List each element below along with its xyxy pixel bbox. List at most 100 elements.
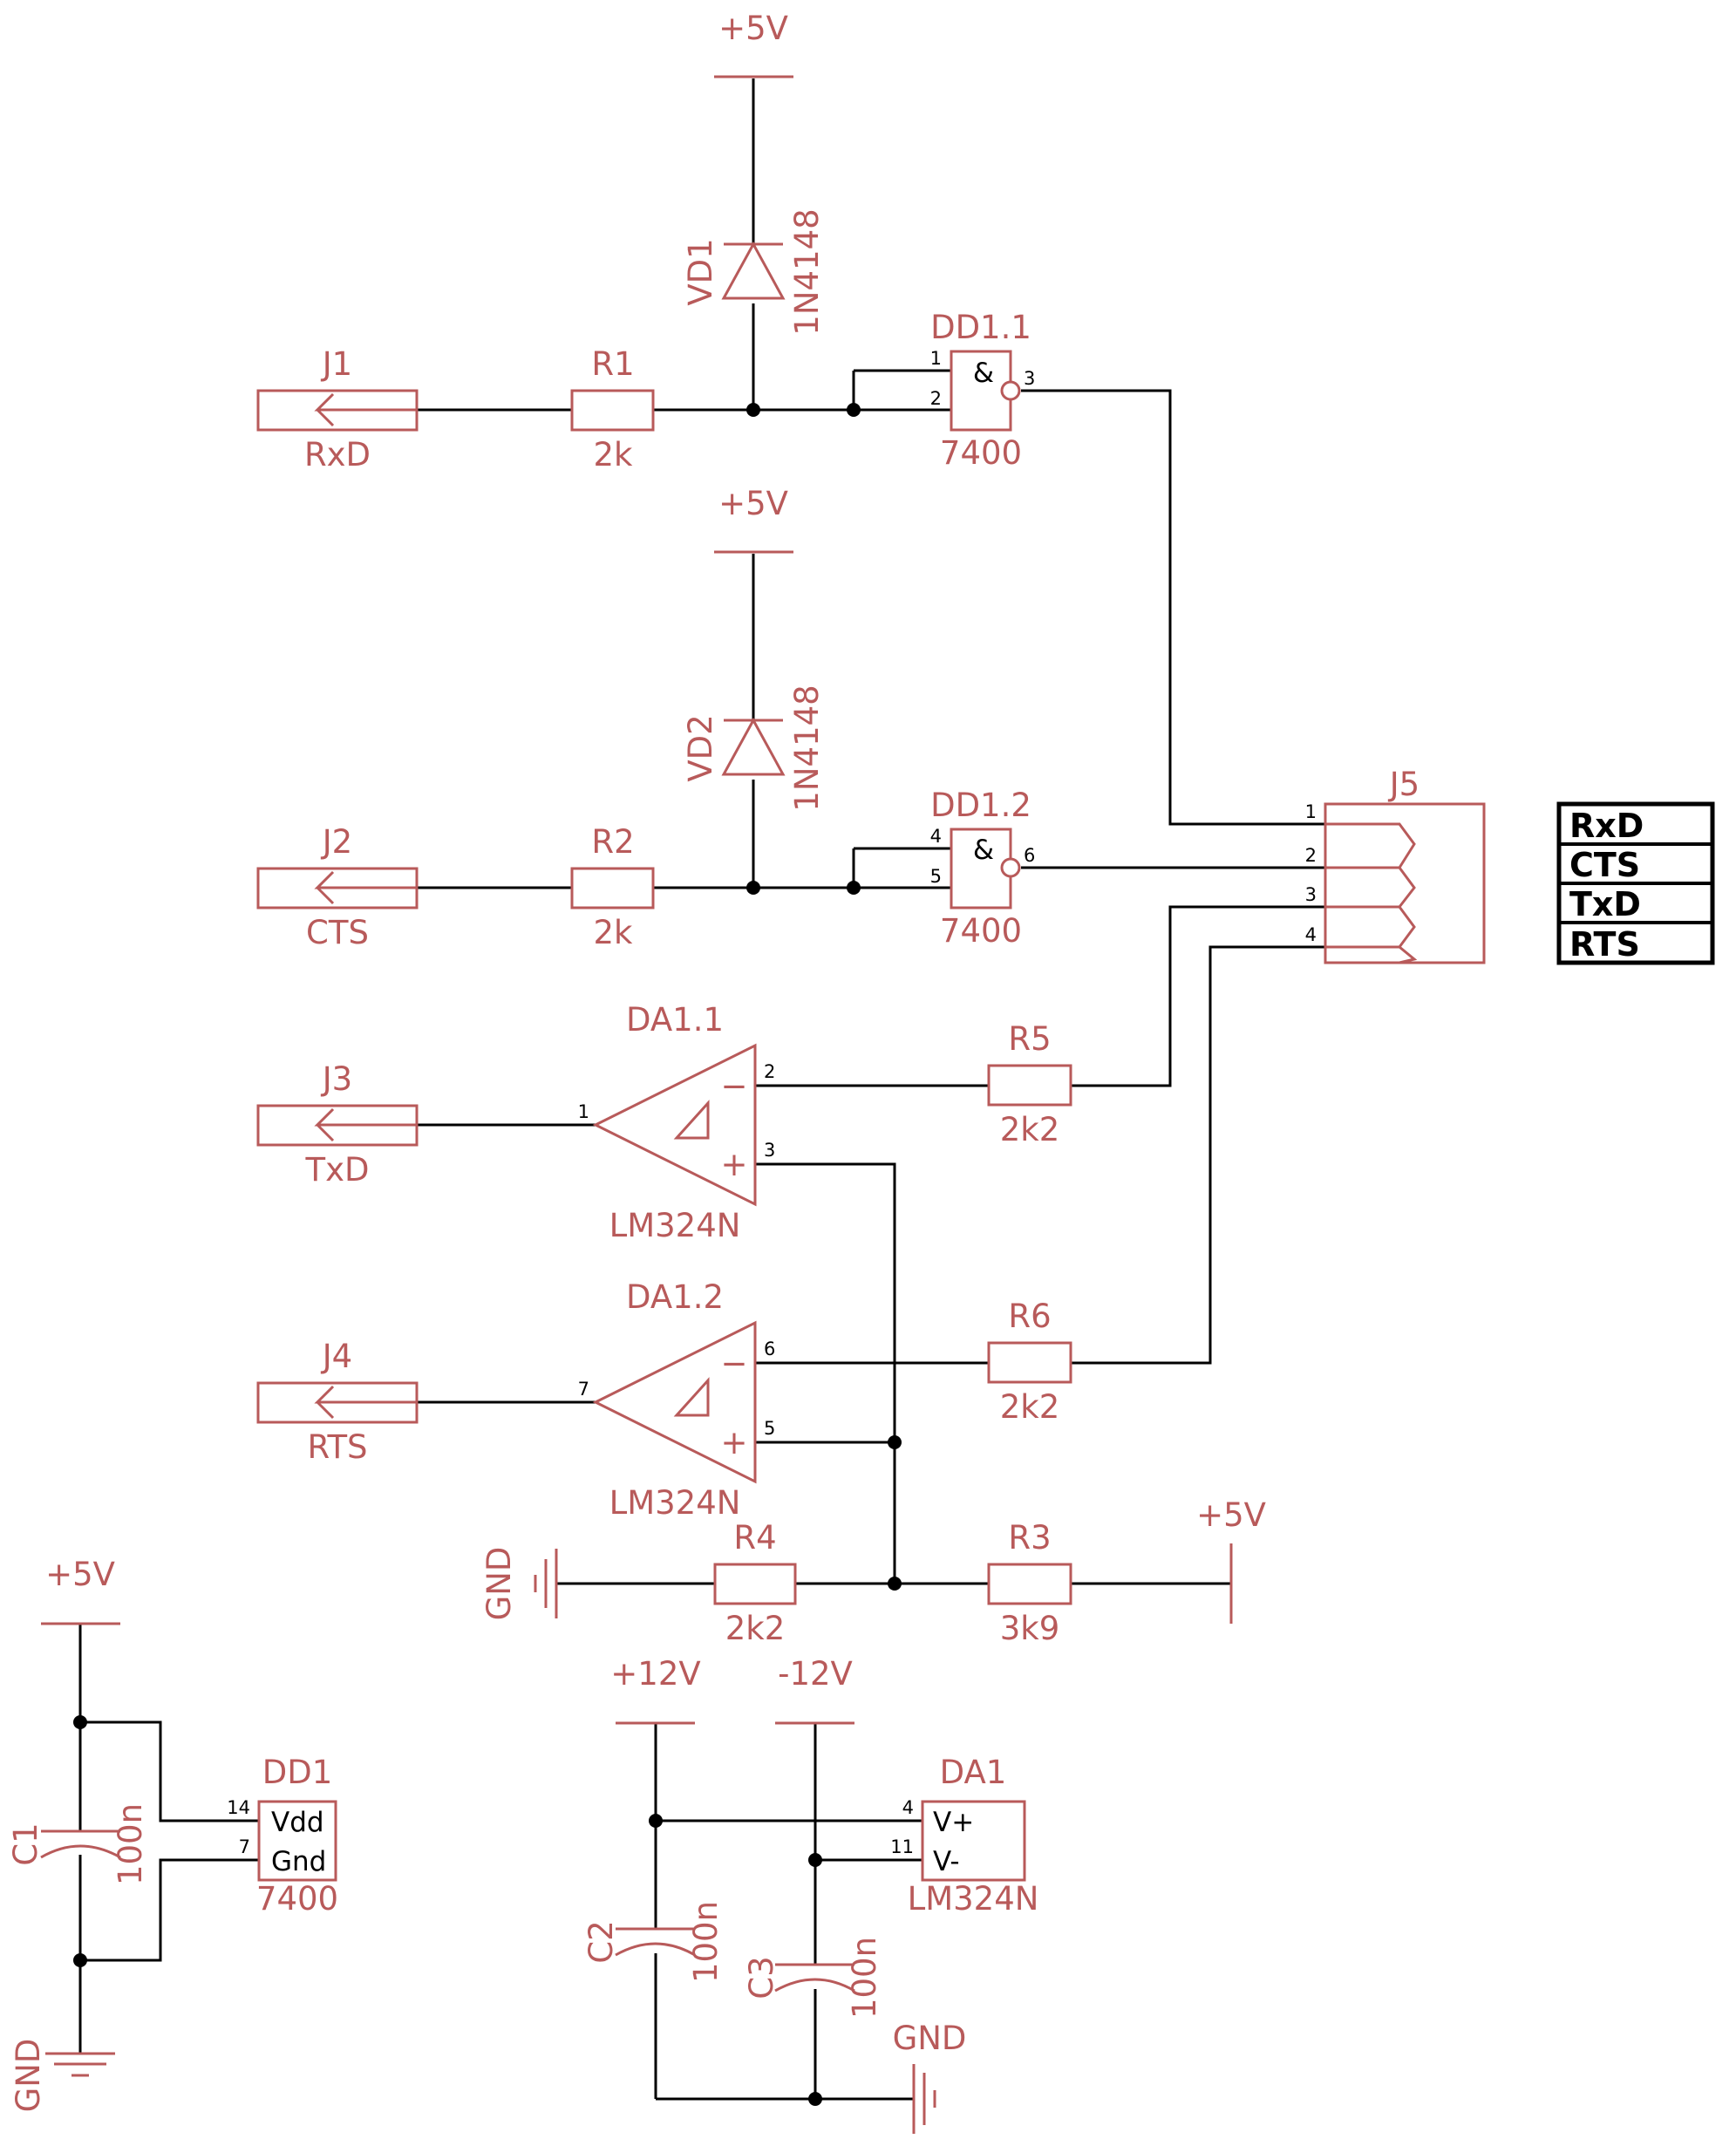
svg-text:DD1: DD1 (262, 1754, 333, 1791)
capacitor-c3: C3 100n (743, 1937, 883, 2019)
opamp-da1-1: − + DA1.1 LM324N 1 2 3 (578, 1001, 776, 1244)
resistor-r6: R6 2k2 (987, 1298, 1072, 1426)
svg-text:7400: 7400 (256, 1880, 338, 1918)
svg-text:5: 5 (764, 1418, 775, 1439)
svg-text:V+: V+ (933, 1807, 974, 1838)
svg-text:GND: GND (893, 2020, 967, 2057)
opamp-da1-2: − + DA1.2 LM324N 7 6 5 (578, 1278, 776, 1522)
svg-text:VD1: VD1 (682, 238, 719, 305)
svg-text:TxD: TxD (305, 1151, 370, 1189)
svg-text:1: 1 (930, 348, 942, 369)
ground-da1: GND (893, 2020, 967, 2134)
supply-p5v-vd2: +5V (714, 485, 793, 554)
connector-j3: J3 TxD (256, 1060, 419, 1189)
svg-text:GND: GND (10, 2039, 47, 2113)
svg-text:1N4148: 1N4148 (788, 685, 826, 811)
svg-text:7400: 7400 (940, 434, 1022, 472)
connector-j4: J4 RTS (256, 1338, 419, 1466)
svg-text:J1: J1 (321, 345, 352, 383)
connector-j1: J1 RxD (256, 345, 419, 473)
svg-text:C2: C2 (582, 1920, 620, 1963)
svg-text:+: + (720, 1146, 747, 1183)
svg-text:14: 14 (227, 1797, 250, 1818)
supply-p5v-vd1: +5V (714, 10, 793, 78)
svg-text:R5: R5 (1008, 1020, 1051, 1058)
diode-vd2: VD2 1N4148 (682, 685, 826, 811)
svg-text:100n: 100n (112, 1803, 149, 1885)
supply-p12v: +12V (610, 1655, 701, 1725)
connector-j2: J2 CTS (256, 823, 419, 951)
nand-gate-dd1-1: & DD1.1 7400 1 2 3 (930, 309, 1036, 472)
pin-legend: RxD CTS TxD RTS (1556, 801, 1715, 965)
capacitor-c1: C1 100n (7, 1803, 149, 1885)
svg-text:2: 2 (764, 1061, 775, 1082)
legend-row: RTS (1569, 925, 1640, 964)
svg-text:DD1.1: DD1.1 (930, 309, 1031, 346)
svg-text:V-: V- (933, 1846, 960, 1877)
svg-text:J5: J5 (1388, 766, 1419, 803)
svg-text:4: 4 (902, 1797, 914, 1818)
wires (78, 78, 1325, 2101)
svg-text:11: 11 (890, 1836, 914, 1857)
ground-dd1: GND (10, 2039, 115, 2113)
svg-text:2k: 2k (594, 914, 634, 951)
svg-text:-12V: -12V (778, 1655, 853, 1693)
svg-text:Vdd: Vdd (271, 1807, 324, 1838)
svg-text:R3: R3 (1008, 1519, 1051, 1557)
legend-row: CTS (1569, 846, 1640, 884)
svg-text:RTS: RTS (307, 1428, 367, 1466)
svg-text:+: + (720, 1424, 747, 1461)
svg-text:DA1: DA1 (940, 1754, 1007, 1791)
diode-vd1: VD1 1N4148 (682, 208, 826, 335)
svg-text:3: 3 (1024, 368, 1035, 389)
svg-text:R2: R2 (591, 823, 634, 861)
svg-text:+5V: +5V (1196, 1496, 1266, 1534)
svg-text:DA1.1: DA1.1 (626, 1001, 724, 1039)
svg-text:4: 4 (930, 826, 942, 847)
legend-row: RxD (1569, 807, 1644, 845)
svg-text:CTS: CTS (306, 914, 369, 951)
svg-text:&: & (973, 358, 994, 389)
svg-text:R4: R4 (733, 1519, 776, 1557)
svg-text:2: 2 (1305, 845, 1317, 866)
capacitor-c2: C2 100n (582, 1901, 725, 1983)
svg-text:+5V: +5V (718, 485, 788, 522)
svg-text:2k: 2k (594, 436, 634, 473)
svg-text:+12V: +12V (610, 1655, 700, 1693)
svg-text:3: 3 (764, 1140, 775, 1161)
svg-text:+5V: +5V (718, 10, 788, 47)
svg-text:C1: C1 (7, 1822, 44, 1865)
resistor-r4: R4 2k2 (713, 1519, 797, 1647)
ground-r4: GND (480, 1547, 558, 1620)
resistor-r2: R2 2k (570, 823, 655, 951)
svg-text:J4: J4 (321, 1338, 352, 1375)
svg-text:Gnd: Gnd (271, 1846, 326, 1877)
supply-p5v-r3: +5V (1196, 1496, 1266, 1624)
svg-text:DA1.2: DA1.2 (626, 1278, 724, 1316)
svg-text:3: 3 (1305, 884, 1317, 905)
svg-text:7400: 7400 (940, 912, 1022, 950)
supply-n12v: -12V (775, 1655, 854, 1725)
svg-text:2k2: 2k2 (725, 1610, 786, 1647)
svg-text:R6: R6 (1008, 1298, 1051, 1335)
svg-text:+5V: +5V (45, 1556, 115, 1593)
svg-text:C3: C3 (743, 1956, 780, 1999)
supply-p5v-dd1: +5V (41, 1556, 120, 1625)
svg-text:R1: R1 (591, 345, 634, 383)
svg-text:J2: J2 (321, 823, 352, 861)
svg-text:VD2: VD2 (682, 714, 719, 781)
svg-text:7: 7 (239, 1836, 250, 1857)
svg-text:DD1.2: DD1.2 (930, 787, 1031, 824)
connector-j5: J5 1 2 3 4 (1305, 766, 1486, 964)
svg-text:2: 2 (930, 388, 942, 409)
svg-text:−: − (720, 1345, 747, 1382)
svg-text:100n: 100n (687, 1901, 725, 1983)
svg-text:7: 7 (578, 1379, 589, 1400)
nand-gate-dd1-2: & DD1.2 7400 4 5 6 (930, 787, 1036, 950)
power-block-dd1: Vdd Gnd 14 7 DD1 7400 (227, 1754, 338, 1918)
svg-text:1: 1 (578, 1101, 589, 1122)
resistor-r5: R5 2k2 (987, 1020, 1072, 1148)
svg-text:J3: J3 (321, 1060, 352, 1098)
resistor-r3: R3 3k9 (987, 1519, 1072, 1647)
